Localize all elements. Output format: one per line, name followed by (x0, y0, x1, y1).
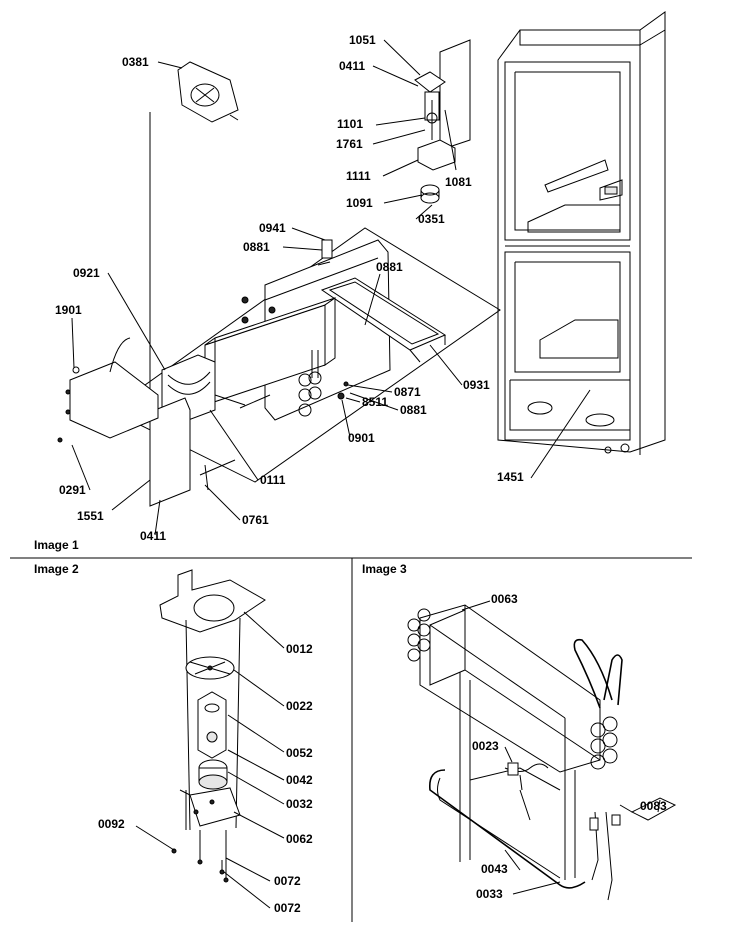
callout-1451: 1451 (497, 470, 524, 484)
callout-0012: 0012 (286, 642, 313, 656)
callout-0072-b: 0072 (274, 901, 301, 915)
callout-0411-bottom: 0411 (140, 529, 166, 543)
callout-0032: 0032 (286, 797, 313, 811)
callout-0023: 0023 (472, 739, 499, 753)
callout-1101: 1101 (337, 117, 363, 131)
callout-1051: 1051 (349, 33, 376, 47)
callout-1551: 1551 (77, 509, 104, 523)
damper-assembly (414, 39, 471, 204)
callout-0411-top: 0411 (339, 59, 365, 73)
callout-0921: 0921 (73, 266, 100, 280)
callout-0291: 0291 (59, 483, 86, 497)
callout-0033: 0033 (476, 887, 503, 901)
image1-label: Image 1 (34, 538, 79, 552)
image1-leader-lines (71, 39, 591, 536)
image3-label: Image 3 (362, 562, 407, 576)
callout-1111: 1111 (346, 169, 371, 183)
callout-0871: 0871 (394, 385, 421, 399)
callout-0083: 0083 (640, 799, 667, 813)
callout-0931: 0931 (463, 378, 490, 392)
image3-callouts: 0063 0023 0083 0043 0033 (472, 592, 667, 901)
image2-leader-lines (135, 611, 285, 909)
image2-fan-assembly (159, 569, 266, 883)
image1-callouts: 0381 1051 0411 1101 1761 1111 1081 1091 … (55, 33, 524, 543)
callout-1091: 1091 (346, 196, 373, 210)
callout-1761: 1761 (336, 137, 363, 151)
evaporator-coil (204, 297, 336, 417)
hardware-screws (317, 239, 349, 400)
callout-0761: 0761 (242, 513, 269, 527)
callout-0043: 0043 (481, 862, 508, 876)
callout-0022: 0022 (286, 699, 313, 713)
section-dividers (10, 557, 692, 922)
callout-8511: 8511 (362, 395, 388, 409)
callout-0062: 0062 (286, 832, 313, 846)
callout-0901: 0901 (348, 431, 375, 445)
image2-label: Image 2 (34, 562, 79, 576)
callout-0072-a: 0072 (274, 874, 301, 888)
callout-0063: 0063 (491, 592, 518, 606)
callout-0941: 0941 (259, 221, 286, 235)
image3-evaporator-assembly (407, 604, 677, 901)
image1-exploded-view: 0381 1051 0411 1101 1761 1111 1081 1091 … (55, 11, 666, 543)
callout-1901: 1901 (55, 303, 82, 317)
callout-1081: 1081 (445, 175, 472, 189)
fan-motor-bracket (149, 61, 239, 448)
callout-0881-b: 0881 (376, 260, 403, 274)
callout-0881-a: 0881 (243, 240, 270, 254)
callout-0052: 0052 (286, 746, 313, 760)
image3-leader-lines (461, 600, 661, 895)
rear-cover-panel (57, 337, 271, 507)
callout-0351: 0351 (418, 212, 445, 226)
drain-trough (320, 277, 447, 363)
callout-0881-c: 0881 (400, 403, 427, 417)
callout-0381: 0381 (122, 55, 149, 69)
image2-callouts: 0012 0022 0052 0042 0032 0092 0062 0072 … (98, 642, 313, 915)
callout-0042: 0042 (286, 773, 313, 787)
refrigerator-cabinet (497, 11, 666, 455)
callout-0111: 0111 (260, 473, 286, 487)
callout-0092: 0092 (98, 817, 125, 831)
